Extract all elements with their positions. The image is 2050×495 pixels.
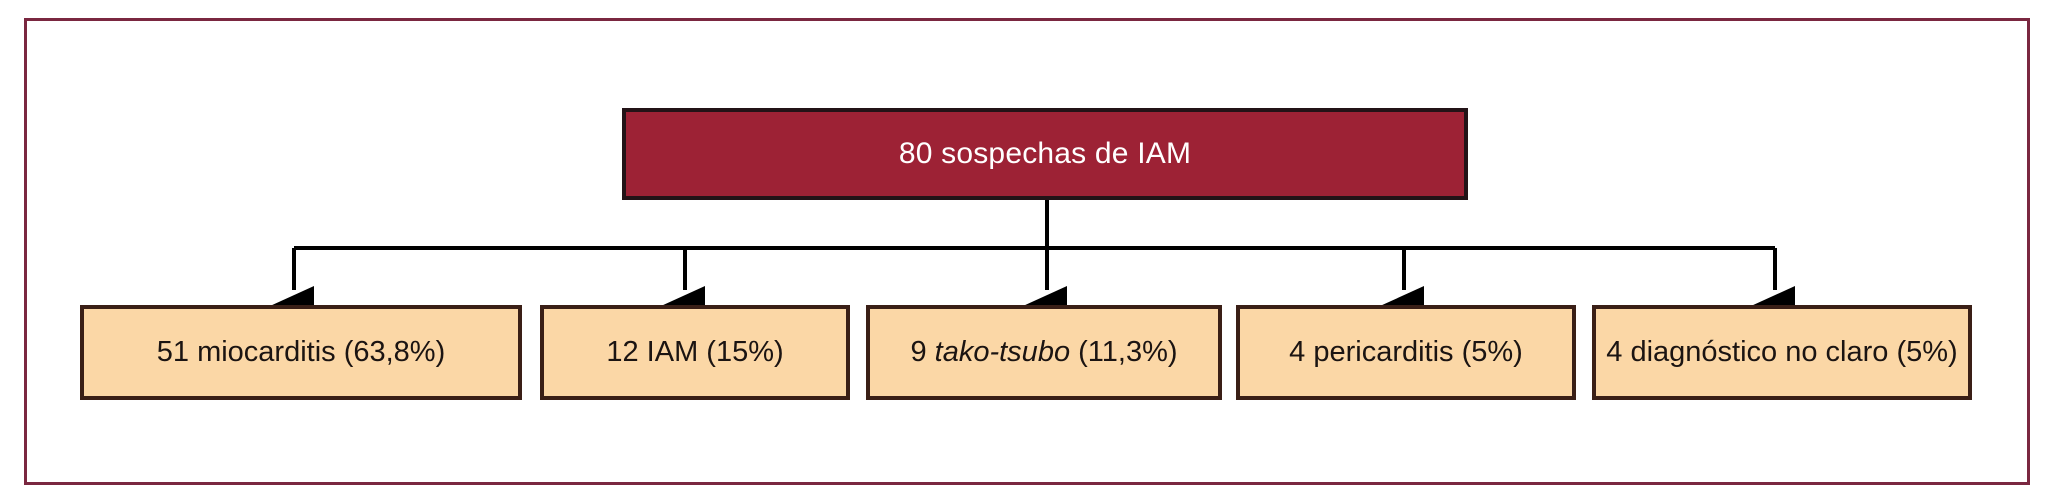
leaf-node-miocarditis: 51 miocarditis (63,8%): [80, 305, 522, 400]
leaf-label-pre: 4: [1606, 336, 1631, 368]
leaf-node-iam: 12 IAM (15%): [540, 305, 850, 400]
leaf-node-label: 51 miocarditis (63,8%): [157, 336, 446, 369]
figure-border: [24, 18, 2030, 485]
leaf-label-post: miocarditis (63,8%): [197, 336, 446, 368]
root-node-label: 80 sospechas de IAM: [898, 137, 1192, 170]
leaf-label-emphasis: tako-tsubo: [934, 336, 1071, 368]
root-node-suspected-ami: 80 sospechas de IAM: [622, 108, 1468, 200]
leaf-label-pre: 12: [606, 336, 647, 368]
leaf-node-label: 9 tako-tsubo (11,3%): [910, 336, 1177, 369]
leaf-node-pericarditis: 4 pericarditis (5%): [1236, 305, 1576, 400]
leaf-node-label: 4 diagnóstico no claro (5%): [1606, 336, 1957, 369]
leaf-label-post: pericarditis (5%): [1313, 336, 1523, 368]
leaf-label-pre: 51: [156, 336, 198, 368]
leaf-label-post: IAM (15%): [646, 336, 784, 368]
leaf-label-post: diagnóstico no claro (5%): [1630, 336, 1958, 368]
leaf-label-pre: 4: [1289, 336, 1314, 368]
leaf-node-label: 4 pericarditis (5%): [1289, 336, 1523, 369]
leaf-node-diagnostico-no-claro: 4 diagnóstico no claro (5%): [1592, 305, 1972, 400]
leaf-node-tako-tsubo: 9 tako-tsubo (11,3%): [866, 305, 1222, 400]
leaf-label-pre: 9: [910, 336, 935, 368]
leaf-label-post: (11,3%): [1070, 336, 1178, 368]
leaf-node-label: 12 IAM (15%): [606, 336, 783, 369]
